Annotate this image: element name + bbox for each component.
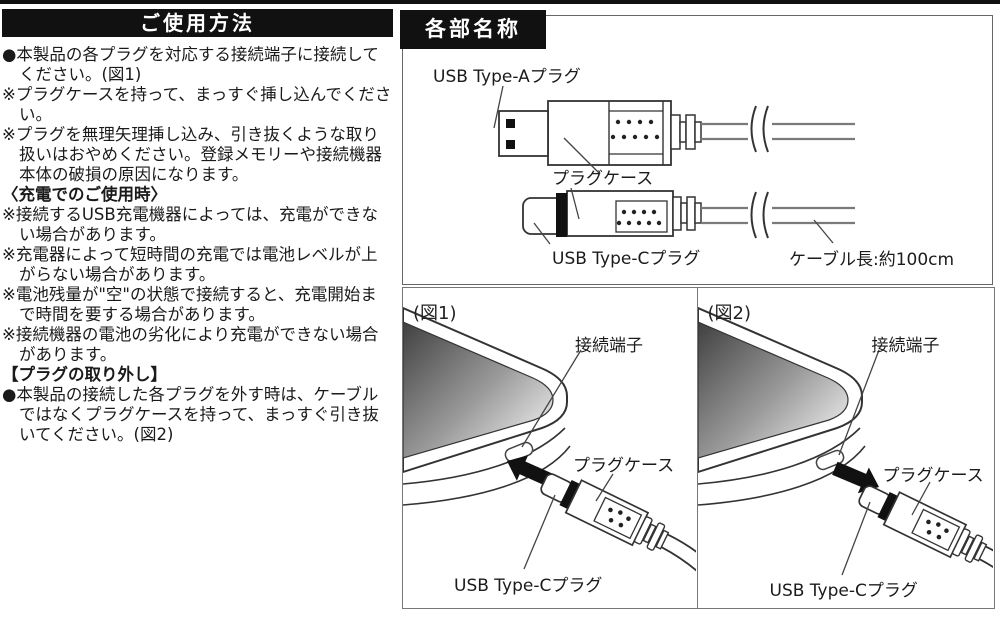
note-marker: ※ — [2, 245, 16, 264]
note-marker: ※ — [2, 205, 16, 224]
instruction-paragraph: ※プラグケースを持って、まっすぐ挿し込んでください。 — [2, 85, 393, 125]
plug-case-label: プラグケース — [882, 466, 984, 486]
grip-dots — [608, 507, 631, 528]
connection-terminal-port — [815, 449, 844, 471]
parts-diagram-panel: USB Type-Aプラグ プラグケース USB Type-Cプラグ ケーブル長… — [402, 15, 993, 285]
charging-subheading: 〈充電でのご使用時〉 — [2, 185, 393, 205]
usage-section-title: ご使用方法 — [2, 9, 393, 37]
connection-terminal-label: 接続端子 — [575, 336, 643, 356]
figure-panels: (図1) — [402, 287, 995, 609]
grip-dots — [616, 209, 662, 226]
grip-dots — [925, 519, 949, 540]
cable-length-label: ケーブル長:約100cm — [789, 250, 955, 270]
usb-type-c-plug-illustration — [540, 473, 696, 584]
remove-arrow-icon — [831, 461, 879, 494]
usage-instructions: ●本製品の各プラグを対応する接続端子に接続してください。(図1) ※プラグケース… — [2, 45, 393, 445]
cable-break-mark — [750, 105, 757, 153]
cable-line — [978, 558, 993, 596]
note-marker: ※ — [2, 325, 16, 344]
usb-type-c-plug-label: USB Type-Cプラグ — [454, 576, 603, 596]
cable-diagram — [493, 85, 855, 245]
instruction-text: 〈充電でのご使用時〉 — [2, 185, 167, 204]
figure1-caption: (図1) — [413, 303, 457, 324]
figure1-illustration — [403, 306, 696, 584]
cable-line — [660, 546, 696, 584]
instruction-text: 接続するUSB充電機器によっては、充電ができない場合があります。 — [15, 205, 379, 244]
instruction-paragraph: ●本製品の接続した各プラグを外す時は、ケーブルではなくプラグケースを持って、まっ… — [2, 385, 393, 445]
cable-break-mark — [750, 191, 757, 239]
instruction-text: 本製品の各プラグを対応する接続端子に接続してください。(図1) — [16, 45, 379, 84]
usb-type-a-plug-label: USB Type-Aプラグ — [433, 67, 581, 87]
strain-relief — [634, 516, 670, 551]
leader-lines — [837, 349, 931, 576]
cable-line — [667, 533, 696, 568]
usb-type-a-plug-illustration — [498, 100, 855, 166]
figure2-illustration — [697, 306, 993, 596]
cable-break-mark — [762, 191, 769, 239]
instruction-paragraph: ※接続するUSB充電機器によっては、充電ができない場合があります。 — [2, 205, 393, 245]
cable-line — [984, 545, 993, 580]
cable-break-mark — [762, 105, 769, 153]
usb-type-c-plug-illustration — [522, 190, 855, 240]
usb-type-c-plug-label: USB Type-Cプラグ — [552, 249, 701, 269]
bullet-marker: ● — [2, 385, 17, 404]
instruction-paragraph: ●本製品の各プラグを対応する接続端子に接続してください。(図1) — [2, 45, 393, 85]
usb-type-c-plug-label: USB Type-Cプラグ — [769, 581, 918, 601]
plug-case-label: プラグケース — [573, 456, 675, 476]
insert-arrow-icon — [507, 455, 554, 487]
note-marker: ※ — [2, 125, 16, 144]
strain-relief — [670, 114, 702, 150]
instruction-text: プラグケースを持って、まっすぐ挿し込んでください。 — [15, 85, 392, 124]
parts-section-title: 各部名称 — [400, 10, 546, 49]
figure1-panel: (図1) — [402, 287, 698, 609]
connection-terminal-label: 接続端子 — [871, 336, 940, 356]
instruction-text: 充電器によって短時間の充電では電池レベルが上がらない場合があります。 — [15, 245, 378, 284]
instruction-paragraph: ※充電器によって短時間の充電では電池レベルが上がらない場合があります。 — [2, 245, 393, 285]
figure2-caption: (図2) — [707, 303, 752, 324]
instruction-text: 本製品の接続した各プラグを外す時は、ケーブルではなくプラグケースを持って、まっす… — [16, 385, 379, 444]
instruction-paragraph: ※電池残量が"空"の状態で接続すると、充電開始まで時間を要する場合があります。 — [2, 285, 393, 325]
device-illustration — [697, 306, 866, 506]
note-marker: ※ — [2, 285, 16, 304]
figure2-panel: (図2) — [696, 287, 995, 609]
bullet-marker: ● — [2, 45, 17, 64]
leader-lines — [493, 85, 834, 245]
instruction-text: 接続機器の電池の劣化により充電ができない場合があります。 — [15, 325, 379, 364]
usage-section: ご使用方法 ●本製品の各プラグを対応する接続端子に接続してください。(図1) ※… — [2, 9, 393, 445]
instruction-text: プラグを無理矢理挿し込み、引き抜くような取り扱いはおやめください。登録メモリーや… — [15, 125, 382, 184]
plug-case-label: プラグケース — [552, 169, 654, 189]
instruction-paragraph: ※接続機器の電池の劣化により充電ができない場合があります。 — [2, 325, 393, 365]
device-illustration — [403, 306, 571, 506]
leader-lines — [521, 349, 614, 570]
instruction-paragraph: ※プラグを無理矢理挿し込み、引き抜くような取り扱いはおやめください。登録メモリー… — [2, 125, 393, 185]
note-marker: ※ — [2, 85, 16, 104]
strain-relief — [951, 528, 987, 563]
top-border-strip — [0, 0, 1000, 4]
plug-removal-subheading: 【プラグの取り外し】 — [2, 365, 393, 385]
grip-dots — [610, 119, 660, 140]
strain-relief — [672, 196, 702, 231]
usb-type-c-plug-illustration — [857, 485, 993, 596]
instruction-text: 【プラグの取り外し】 — [2, 365, 167, 384]
instruction-text: 電池残量が"空"の状態で接続すると、充電開始まで時間を要する場合があります。 — [15, 285, 377, 324]
